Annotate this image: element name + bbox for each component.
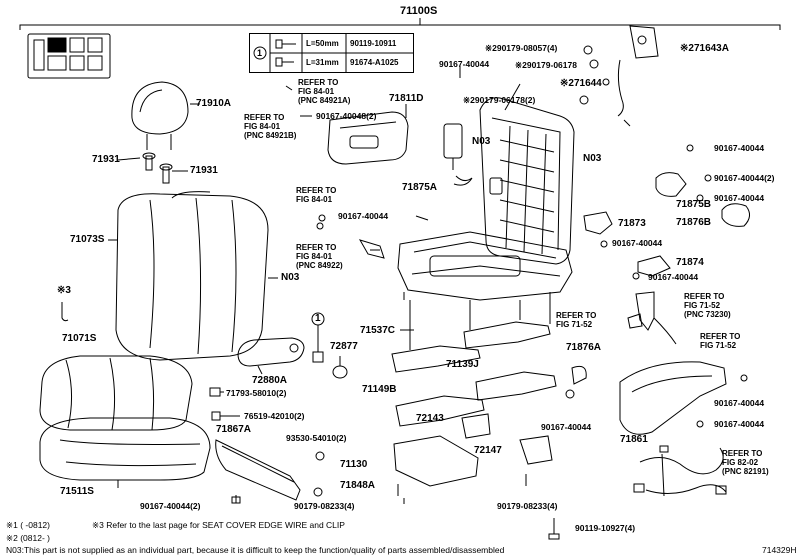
part-label-71511S: 71511S [60, 486, 94, 497]
part-label-290179-06178: ※290179-06178 [515, 60, 577, 70]
part-label-90167-40044-71873: 90167-40044 [612, 238, 663, 248]
part-label-71910A: 71910A [196, 98, 232, 109]
refer-fig-71-52-left: REFER TO FIG 71-52 [556, 311, 597, 329]
part-label-290179-06178-2: ※290179-06178(2) [463, 95, 536, 105]
part-label-71873: 71873 [618, 218, 646, 229]
part-label-71867A: 71867A [216, 424, 252, 435]
table-grid [253, 34, 413, 72]
part-label-71861: 71861 [620, 434, 648, 445]
part-label-71931-right: 71931 [190, 165, 218, 176]
refer-fig-84-01-pnc-84921B: REFER TO FIG 84-01 (PNC 84921B) [244, 113, 297, 140]
table-length-2: L=31mm [306, 58, 339, 67]
footnote-2: ※2 (0812- ) [6, 533, 50, 543]
part-label-71139J: 71139J [446, 359, 479, 370]
footnote-3: ※3 Refer to the last page for SEAT COVER… [92, 520, 345, 530]
part-label-93530: 93530-54010(2) [286, 433, 347, 443]
part-label-90167-40044-right-3: 90167-40044 [714, 193, 765, 203]
part-label-71931-left: 71931 [92, 154, 120, 165]
part-label-90167-40044-lower: 90167-40044 [541, 422, 592, 432]
part-label-clip-3: ※3 [57, 285, 71, 296]
part-label-90167-40044-2-bottom: 90167-40044(2) [140, 501, 201, 511]
part-label-71875A: 71875A [402, 182, 438, 193]
part-label-71874: 71874 [676, 257, 704, 268]
assembly-part-number: 71100S [400, 5, 438, 17]
refer-fig-71-52-pnc-73230: REFER TO FIG 71-52 (PNC 73230) [684, 292, 731, 319]
part-label-71876A: 71876A [566, 342, 602, 353]
part-label-71811D: 71811D [389, 93, 424, 104]
part-label-72147: 72147 [474, 445, 502, 456]
footnote-N03: N03:This part is not supplied as an indi… [6, 545, 505, 555]
part-label-90167-40044-right-1: 90167-40044 [714, 143, 765, 153]
part-label-290179-08057: ※290179-08057(4) [485, 43, 558, 53]
part-label-71073S: 71073S [70, 234, 105, 245]
part-label-90167-40044-right-4: 90167-40044 [714, 398, 765, 408]
part-label-71876B: 71876B [676, 217, 712, 228]
screw-reference-table: 1 L=50mm 90119-10911 L=31mm 91674-A1025 [249, 33, 414, 73]
refer-fig-82-02-pnc-82191: REFER TO FIG 82-02 (PNC 82191) [722, 449, 769, 476]
part-label-71537C: 71537C [360, 325, 396, 336]
part-label-90167-40044-71874: 90167-40044 [648, 272, 699, 282]
part-label-71149B: 71149B [362, 384, 397, 395]
refer-fig-71-52-right: REFER TO FIG 71-52 [700, 332, 741, 350]
part-label-90167-40044-right-5: 90167-40044 [714, 419, 765, 429]
table-part-2: 91674-A1025 [350, 58, 399, 67]
part-label-271644: ※271644 [560, 78, 602, 89]
part-label-90167-40048: 90167-40048(2) [316, 111, 377, 121]
part-label-76519: 76519-42010(2) [244, 411, 305, 421]
part-label-72877: 72877 [330, 341, 358, 352]
part-label-71130: 71130 [340, 459, 368, 470]
part-label-90179-08233-left: 90179-08233(4) [294, 501, 355, 511]
part-label-90167-40044-top: 90167-40044 [439, 59, 490, 69]
part-label-71071S: 71071S [62, 333, 97, 344]
part-label-72880A: 72880A [252, 375, 288, 386]
part-label-71793: 71793-58010(2) [226, 388, 287, 398]
bolt-marker-number: 1 [315, 313, 321, 324]
part-label-90167-40044-mid: 90167-40044 [338, 211, 389, 221]
refer-fig-84-01-pnc-84922: REFER TO FIG 84-01 (PNC 84922) [296, 243, 343, 270]
part-label-71848A: 71848A [340, 480, 376, 491]
table-marker-number: 1 [257, 48, 263, 58]
part-label-71875B: 71875B [676, 199, 712, 210]
part-label-90119-10927: 90119-10927(4) [575, 523, 636, 533]
refer-fig-84-01: REFER TO FIG 84-01 [296, 186, 337, 204]
part-label-N03-lumbar: N03 [472, 136, 491, 147]
part-label-271643A: ※271643A [680, 43, 729, 54]
part-label-90179-08233-right: 90179-08233(4) [497, 501, 558, 511]
part-label-90167-40044-right-2: 90167-40044(2) [714, 173, 775, 183]
part-label-N03-frame: N03 [583, 153, 602, 164]
footnote-1: ※1 ( -0812) [6, 520, 50, 530]
refer-fig-84-01-pnc-84921A: REFER TO FIG 84-01 (PNC 84921A) [298, 78, 351, 105]
part-label-72143: 72143 [416, 413, 444, 424]
table-length-1: L=50mm [306, 39, 339, 48]
part-label-N03-seatback: N03 [281, 272, 300, 283]
table-part-1: 90119-10911 [350, 39, 397, 48]
figure-id: 714329H [762, 545, 797, 555]
